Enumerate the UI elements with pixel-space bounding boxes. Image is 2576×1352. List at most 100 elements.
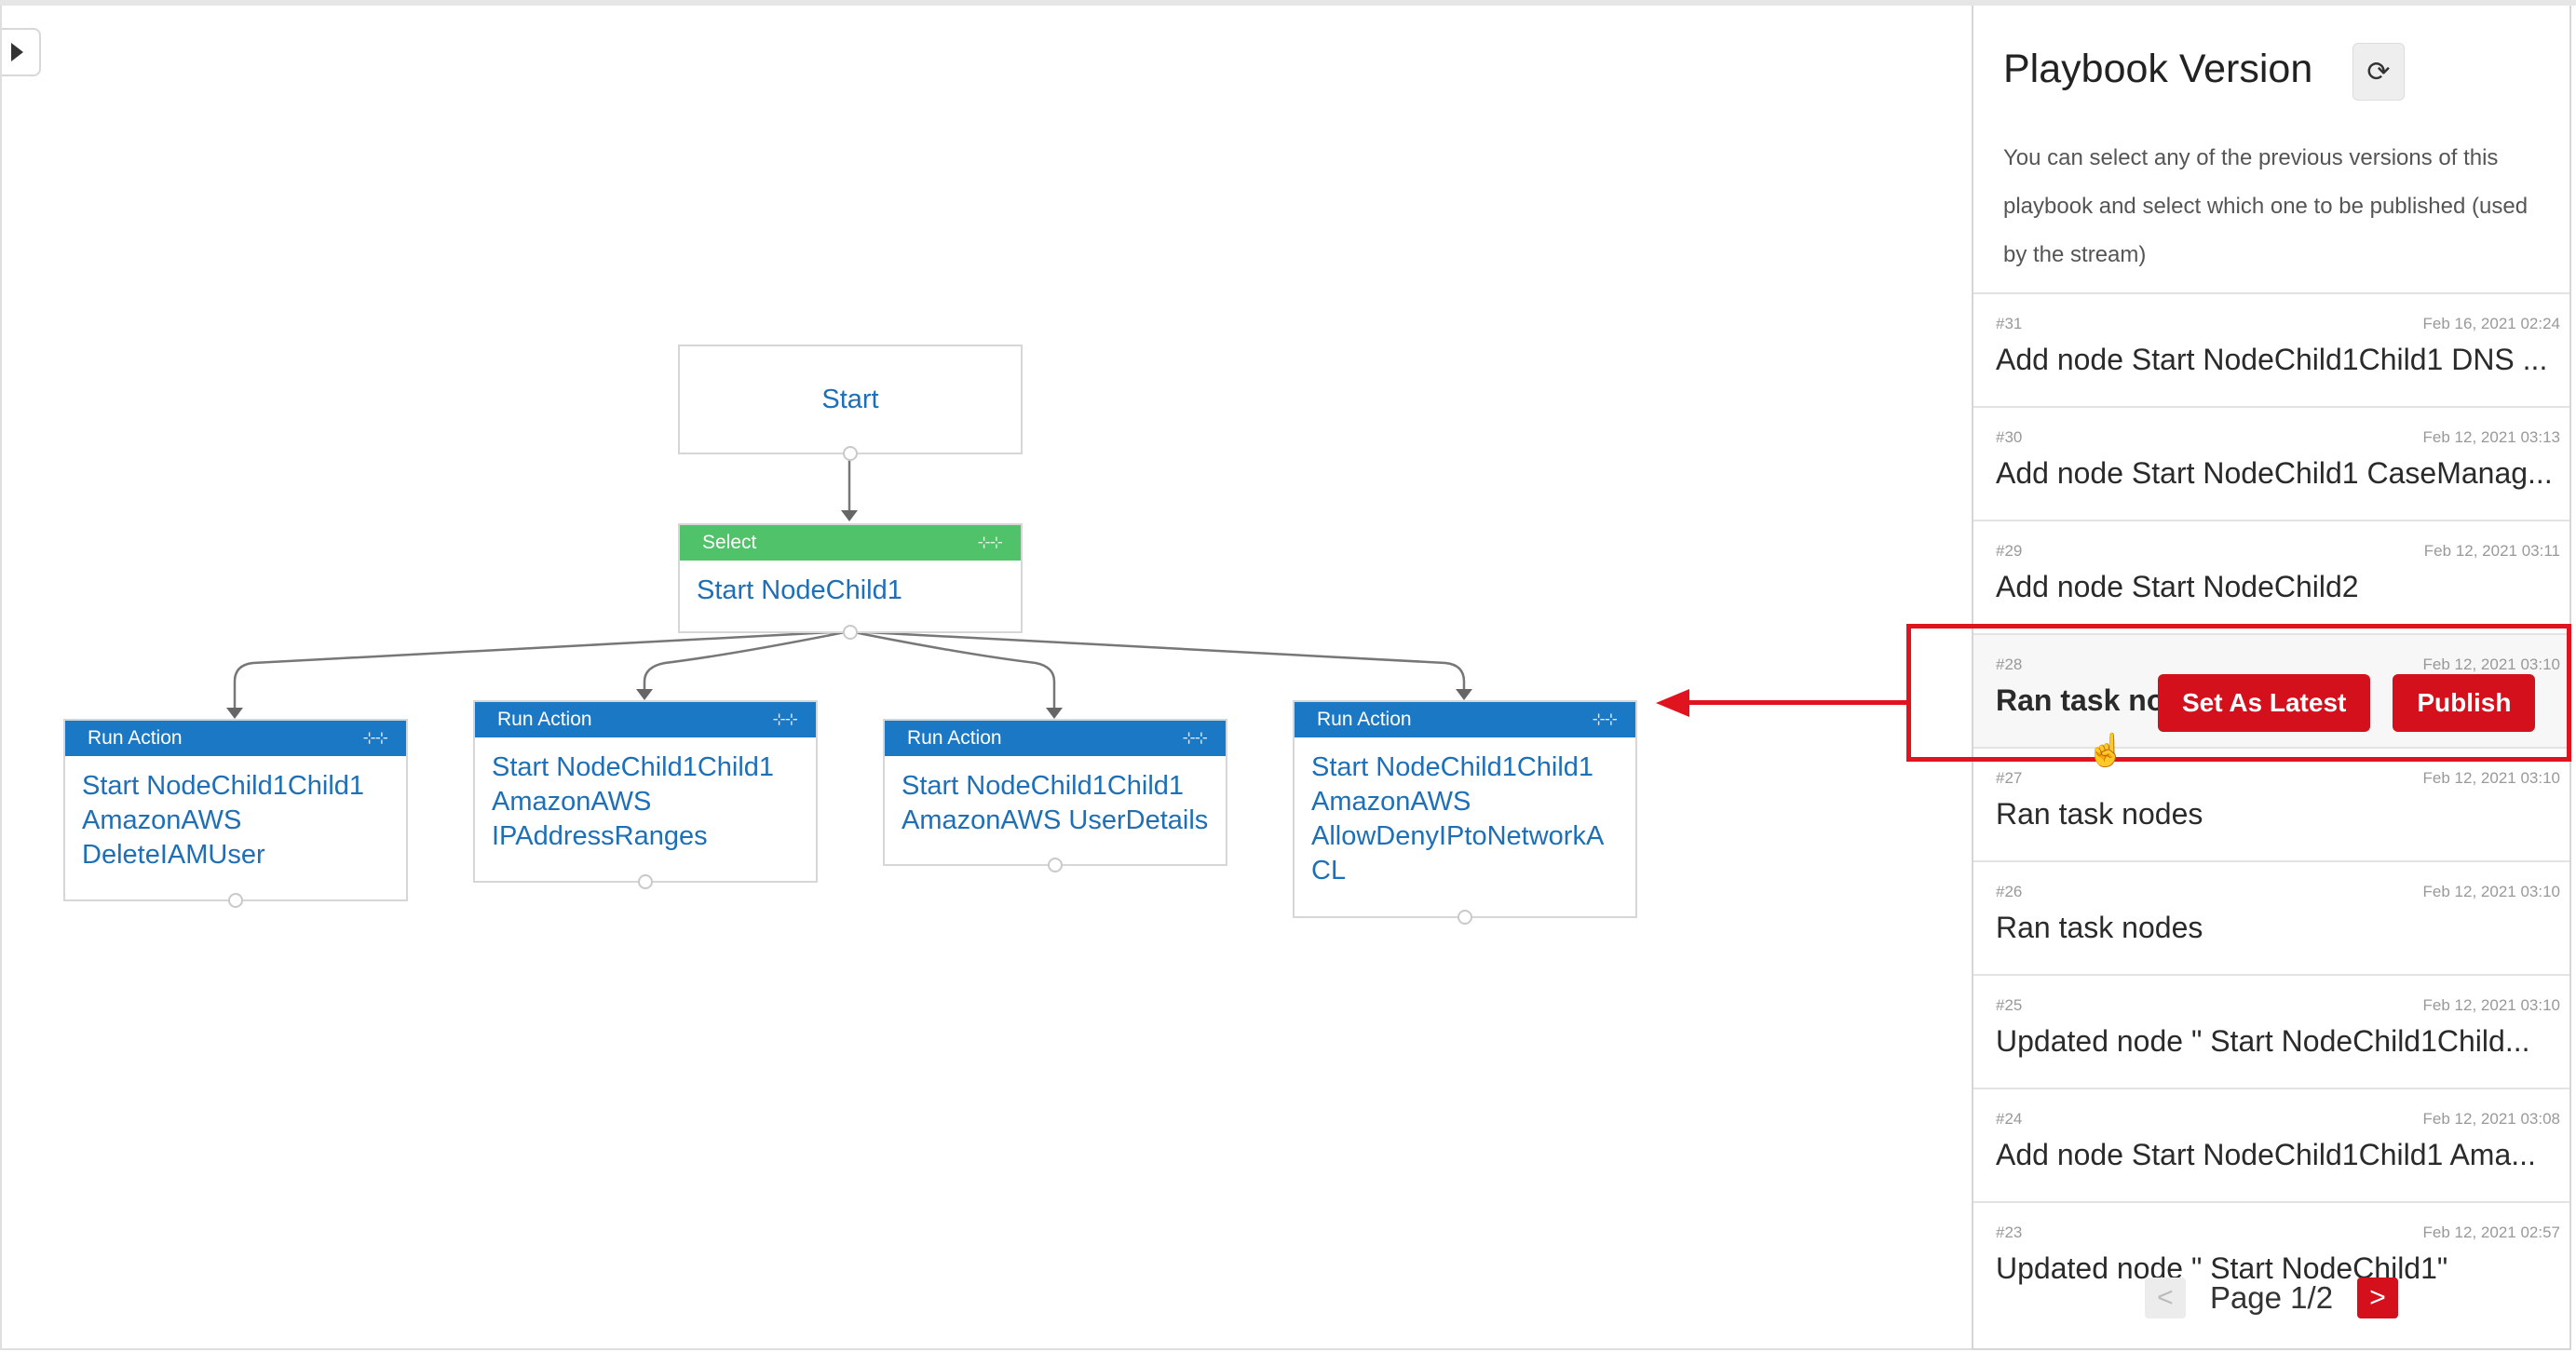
version-row[interactable]: #30 Feb 12, 2021 03:13 Add node Start No… bbox=[1973, 406, 2569, 520]
action-node-port[interactable] bbox=[638, 874, 653, 889]
version-date: Feb 12, 2021 03:13 bbox=[2422, 428, 2560, 446]
hierarchy-icon[interactable]: ⊹⊹ bbox=[1592, 710, 1618, 728]
version-title: Ran task no bbox=[1996, 683, 2165, 717]
select-node[interactable]: Select ⊹⊹ Start NodeChild1 bbox=[678, 523, 1023, 640]
version-number: #26 bbox=[1996, 883, 2023, 900]
version-date: Feb 12, 2021 03:10 bbox=[2422, 883, 2560, 900]
version-date: Feb 16, 2021 02:24 bbox=[2422, 315, 2560, 332]
version-title: Ran task nodes bbox=[1996, 911, 2203, 944]
version-date: Feb 12, 2021 02:57 bbox=[2422, 1224, 2560, 1241]
refresh-button[interactable]: ⟳ bbox=[2352, 43, 2405, 101]
top-border bbox=[0, 0, 2576, 6]
action-node-1[interactable]: Run Action ⊹⊹ Start NodeChild1Child1 Ama… bbox=[63, 719, 408, 908]
version-title: Add node Start NodeChild1Child1 DNS ... bbox=[1996, 343, 2548, 376]
version-number: #23 bbox=[1996, 1224, 2023, 1241]
version-date: Feb 12, 2021 03:10 bbox=[2422, 769, 2560, 787]
hierarchy-icon[interactable]: ⊹⊹ bbox=[977, 534, 1003, 551]
action-node-type: Run Action bbox=[88, 727, 183, 749]
action-node-3[interactable]: Run Action ⊹⊹ Start NodeChild1Child1 Ama… bbox=[883, 719, 1227, 872]
select-node-type: Select bbox=[702, 532, 757, 553]
select-node-port[interactable] bbox=[843, 625, 858, 640]
connector-select-action-4 bbox=[848, 629, 1466, 693]
start-node-label: Start bbox=[821, 384, 879, 414]
action-node-2[interactable]: Run Action ⊹⊹ Start NodeChild1Child1 Ama… bbox=[473, 700, 818, 889]
pagination: < Page 1/2 > bbox=[1973, 1278, 2569, 1318]
version-title: Updated node " Start NodeChild1Child... bbox=[1996, 1024, 2530, 1058]
action-node-4[interactable]: Run Action ⊹⊹ Start NodeChild1Child1 Ama… bbox=[1293, 700, 1637, 925]
version-row[interactable]: #31 Feb 16, 2021 02:24 Add node Start No… bbox=[1973, 292, 2569, 406]
hierarchy-icon[interactable]: ⊹⊹ bbox=[1182, 729, 1208, 747]
hand-cursor-icon: ☝ bbox=[2086, 733, 2126, 768]
version-row-hovered[interactable]: #28 Feb 12, 2021 03:10 Ran task no Set A… bbox=[1973, 633, 2569, 747]
start-node-port[interactable] bbox=[843, 446, 858, 461]
start-node[interactable]: Start bbox=[678, 345, 1023, 461]
action-node-line: IPAddressRanges bbox=[492, 821, 708, 851]
version-date: Feb 12, 2021 03:10 bbox=[2422, 996, 2560, 1014]
publish-button[interactable]: Publish bbox=[2393, 674, 2536, 732]
version-row-actions: Set As Latest Publish bbox=[2158, 674, 2536, 732]
version-title: Add node Start NodeChild2 bbox=[1996, 570, 2359, 603]
action-node-title: Start NodeChild1Child1 AmazonAWS UserDet… bbox=[885, 756, 1226, 851]
action-node-port[interactable] bbox=[1457, 910, 1472, 925]
connector-select-action-3 bbox=[848, 629, 1056, 711]
annotation-arrow-head-icon bbox=[1656, 689, 1689, 717]
sidebar-toggle-button[interactable] bbox=[2, 28, 41, 76]
action-node-line: AmazonAWS UserDetails bbox=[902, 805, 1209, 835]
action-node-type: Run Action bbox=[497, 709, 592, 730]
action-node-port[interactable] bbox=[1048, 858, 1063, 872]
version-row[interactable]: #25 Feb 12, 2021 03:10 Updated node " St… bbox=[1973, 974, 2569, 1088]
action-node-line: AllowDenyIPtoNetworkA bbox=[1311, 821, 1605, 851]
caret-right-icon bbox=[10, 43, 23, 61]
version-row[interactable]: #29 Feb 12, 2021 03:11 Add node Start No… bbox=[1973, 520, 2569, 633]
action-node-type: Run Action bbox=[1317, 709, 1412, 730]
version-date: Feb 12, 2021 03:11 bbox=[2423, 542, 2560, 560]
action-node-port[interactable] bbox=[228, 893, 243, 908]
set-as-latest-button[interactable]: Set As Latest bbox=[2158, 674, 2371, 732]
action-node-header: Run Action ⊹⊹ bbox=[885, 721, 1226, 756]
panel-description: You can select any of the previous versi… bbox=[2003, 145, 2529, 267]
select-node-header: Select ⊹⊹ bbox=[680, 525, 1021, 561]
version-row[interactable]: #24 Feb 12, 2021 03:08 Add node Start No… bbox=[1973, 1088, 2569, 1201]
version-number: #27 bbox=[1996, 769, 2023, 787]
page-indicator: Page 1/2 bbox=[2209, 1280, 2334, 1315]
annotation-arrow-line bbox=[1688, 700, 1907, 705]
playbook-version-panel: Playbook Version ⟳ You can select any of… bbox=[1972, 6, 2571, 1350]
action-node-line: AmazonAWS bbox=[1311, 787, 1471, 817]
version-number: #28 bbox=[1996, 656, 2023, 673]
action-node-header: Run Action ⊹⊹ bbox=[475, 702, 816, 737]
playbook-canvas[interactable]: Start Select ⊹⊹ Start NodeChild1 Run Act… bbox=[0, 6, 1972, 1350]
action-node-line: CL bbox=[1311, 856, 1347, 886]
action-node-line: Start NodeChild1Child1 bbox=[902, 771, 1185, 801]
select-node-title: Start NodeChild1 bbox=[697, 575, 902, 605]
hierarchy-icon[interactable]: ⊹⊹ bbox=[362, 729, 388, 747]
action-node-header: Run Action ⊹⊹ bbox=[65, 721, 406, 756]
hierarchy-icon[interactable]: ⊹⊹ bbox=[772, 710, 798, 728]
refresh-icon: ⟳ bbox=[2366, 56, 2391, 88]
connector-select-action-2 bbox=[643, 629, 850, 693]
version-list[interactable]: #31 Feb 16, 2021 02:24 Add node Start No… bbox=[1973, 292, 2569, 1285]
node-connectors bbox=[226, 456, 1472, 719]
version-title: Add node Start NodeChild1Child1 Ama... bbox=[1996, 1138, 2536, 1171]
prev-page-button[interactable]: < bbox=[2144, 1278, 2186, 1318]
version-number: #25 bbox=[1996, 996, 2023, 1014]
panel-title: Playbook Version bbox=[2003, 47, 2313, 91]
action-node-header: Run Action ⊹⊹ bbox=[1295, 702, 1635, 737]
version-row[interactable]: #27 Feb 12, 2021 03:10 Ran task nodes bbox=[1973, 747, 2569, 860]
action-node-line: DeleteIAMUser bbox=[82, 840, 265, 870]
version-number: #29 bbox=[1996, 542, 2023, 560]
action-node-line: AmazonAWS bbox=[492, 787, 652, 817]
action-node-line: Start NodeChild1Child1 bbox=[82, 771, 365, 801]
version-row[interactable]: #26 Feb 12, 2021 03:10 Ran task nodes bbox=[1973, 860, 2569, 974]
version-number: #31 bbox=[1996, 315, 2023, 332]
next-page-button[interactable]: > bbox=[2357, 1278, 2399, 1318]
action-node-type: Run Action bbox=[907, 727, 1002, 749]
version-title: Ran task nodes bbox=[1996, 797, 2203, 831]
action-node-title: Start NodeChild1Child1 AmazonAWS AllowDe… bbox=[1295, 737, 1635, 901]
version-number: #30 bbox=[1996, 428, 2023, 446]
connector-select-action-1 bbox=[233, 629, 850, 711]
action-node-title: Start NodeChild1Child1 AmazonAWS IPAddre… bbox=[475, 737, 816, 867]
action-node-line: AmazonAWS bbox=[82, 805, 242, 835]
version-title: Add node Start NodeChild1 CaseManag... bbox=[1996, 456, 2553, 490]
version-date: Feb 12, 2021 03:08 bbox=[2422, 1110, 2560, 1128]
version-date: Feb 12, 2021 03:10 bbox=[2422, 656, 2560, 673]
